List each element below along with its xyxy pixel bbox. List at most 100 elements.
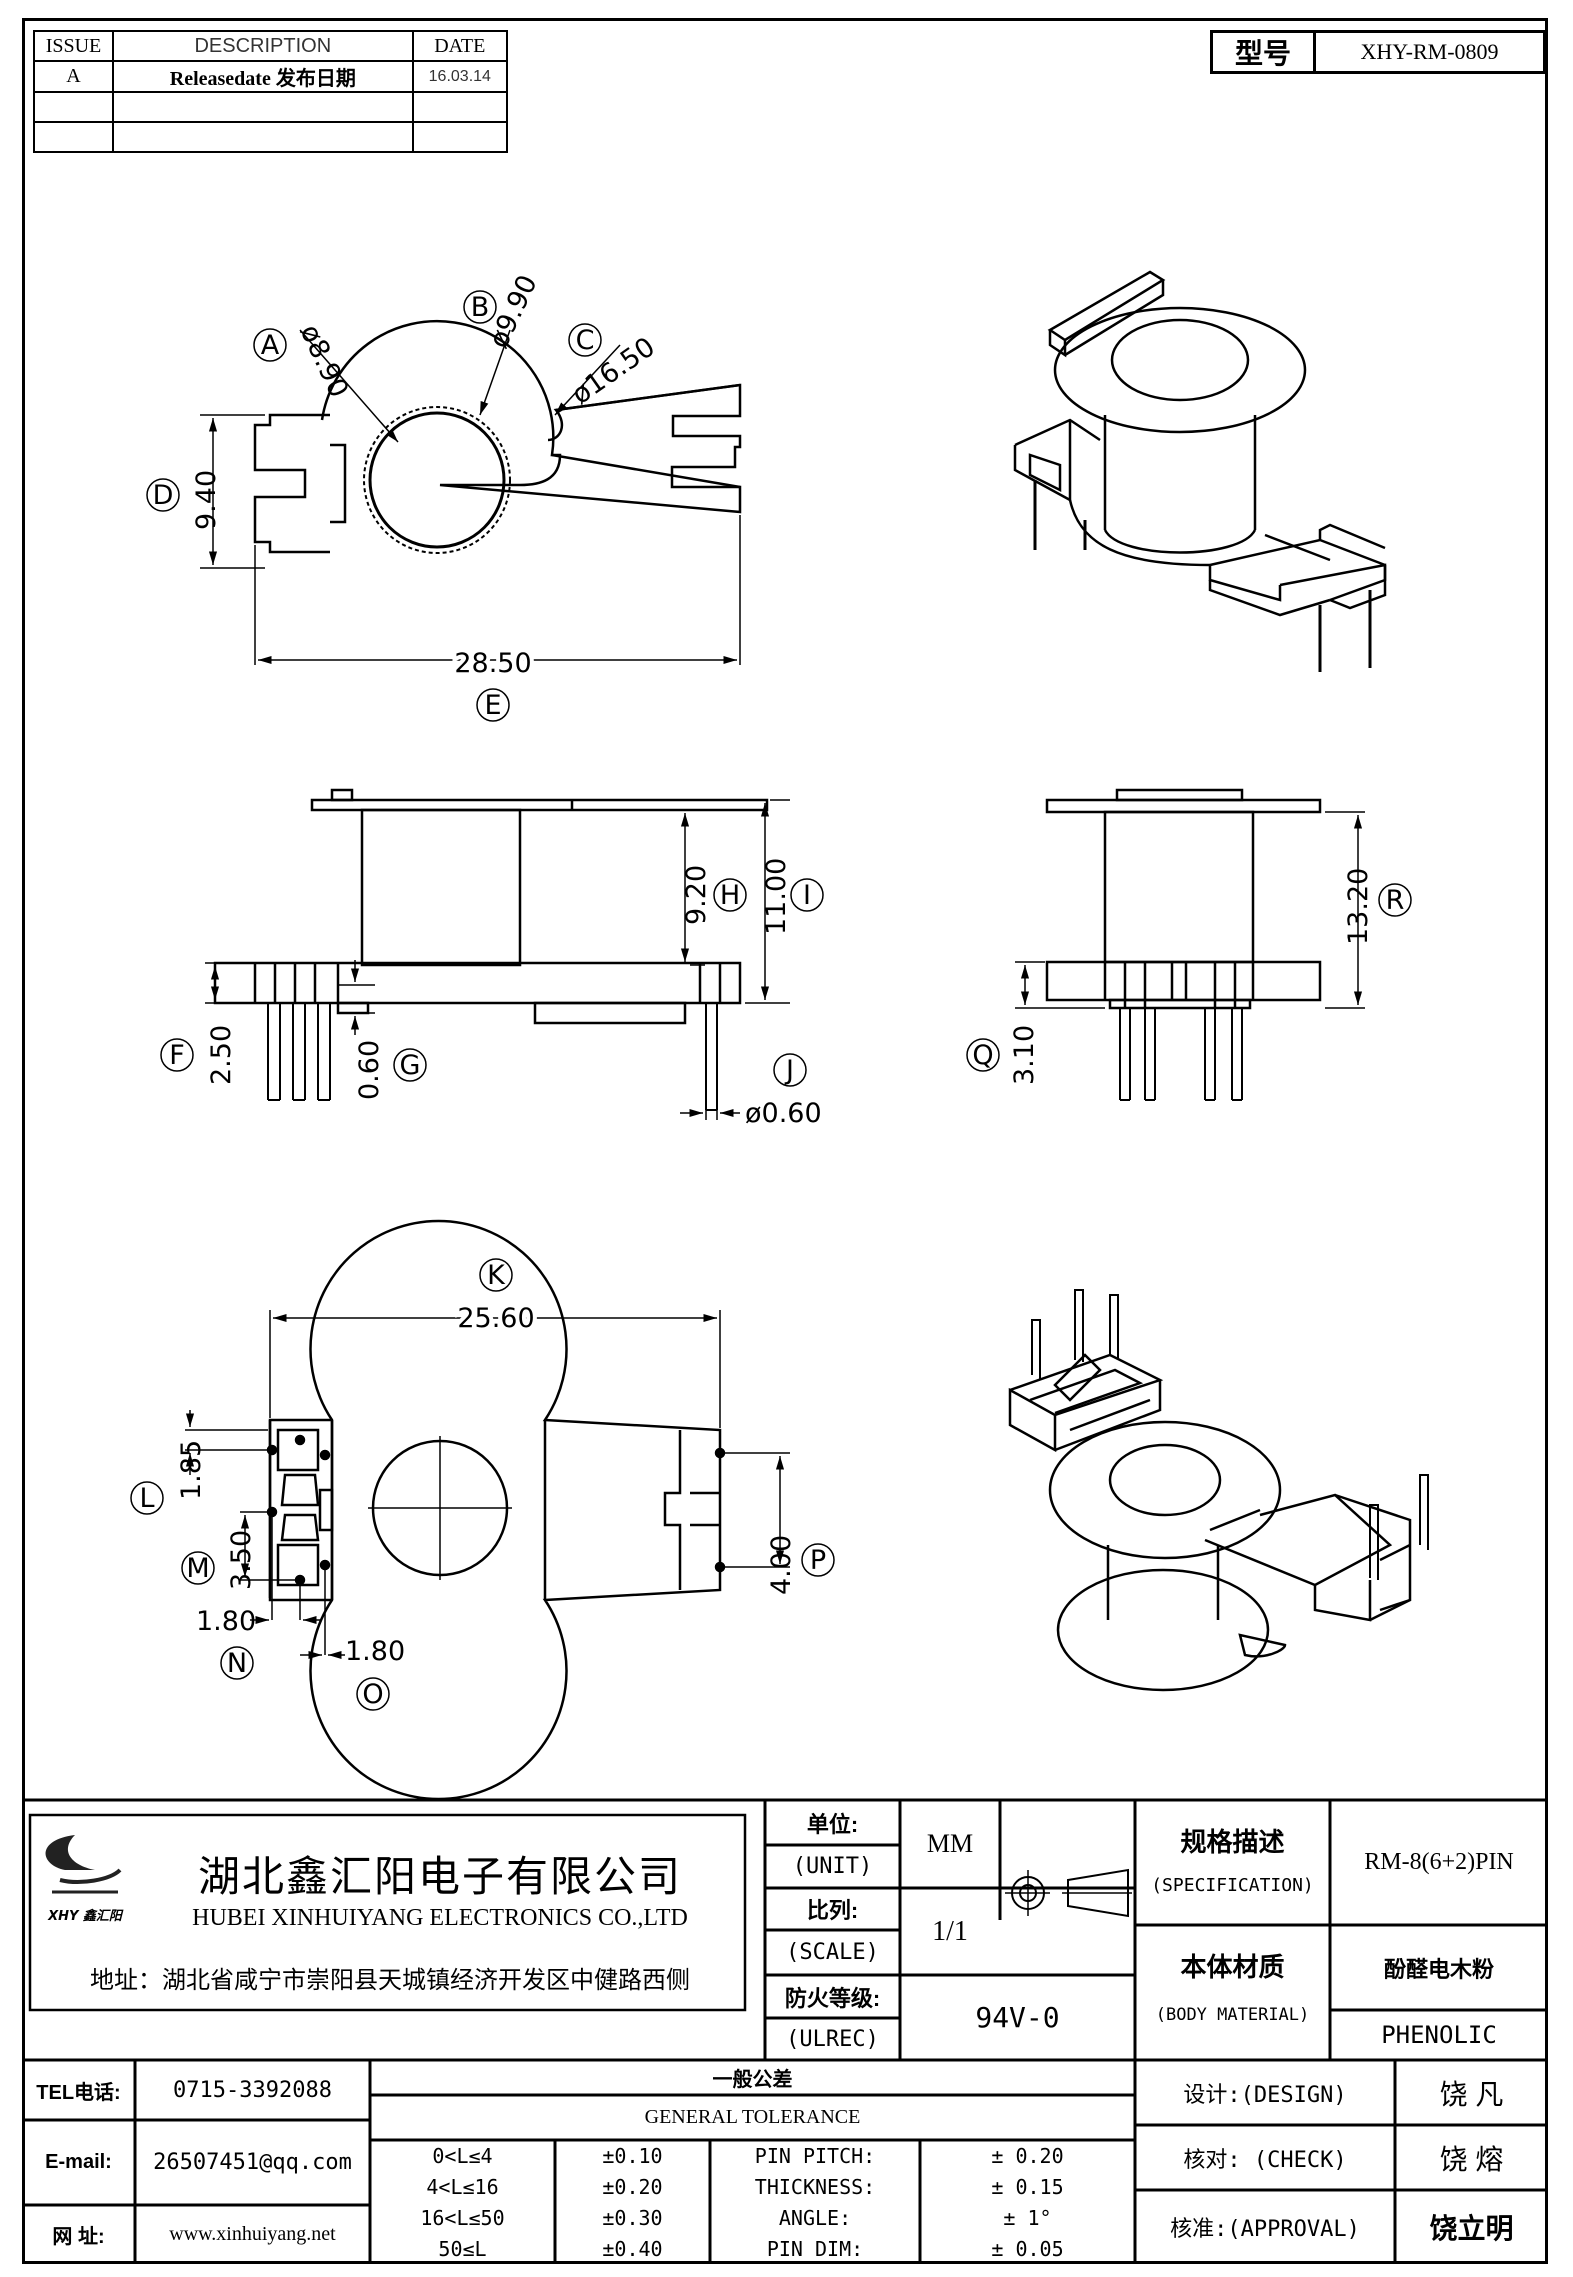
tol-range: 16<L≤50 <box>420 2205 505 2230</box>
tol-pin-label: PIN PITCH: <box>754 2143 876 2168</box>
tol-range-value: ±0.40 <box>602 2236 663 2261</box>
dim-p-value: 4.00 <box>766 1535 797 1595</box>
tol-pin-value: ± 0.20 <box>991 2143 1064 2168</box>
label-D: D <box>146 478 180 512</box>
iso-view-bottom <box>1008 1289 1429 1692</box>
scale-label-cn: 比列: <box>806 1898 859 1923</box>
dim-h-value: 9.20 <box>681 865 712 925</box>
tol-pin-value: ± 0.05 <box>991 2236 1064 2261</box>
tol-pin-label: THICKNESS: <box>754 2174 876 2199</box>
fire-value: 94V-0 <box>975 2001 1060 2034</box>
tol-range: 4<L≤16 <box>426 2174 499 2199</box>
dim-o-value: 1.80 <box>345 1636 405 1667</box>
web-value[interactable]: www.xinhuiyang.net <box>169 2223 336 2245</box>
label-E: E <box>476 688 510 722</box>
svg-text:R: R <box>1386 885 1405 916</box>
rev-cell <box>33 91 114 123</box>
tol-pin-value: ± 1° <box>1003 2205 1052 2230</box>
svg-text:F: F <box>169 1040 185 1071</box>
dim-i-value: 11.00 <box>761 858 792 935</box>
svg-text:XHY 鑫汇阳: XHY 鑫汇阳 <box>47 1908 124 1924</box>
dim-e-value: 28.50 <box>454 648 531 679</box>
dim-a-value: ø8.90 <box>294 320 354 403</box>
model-box: 型号 XHY-RM-0809 <box>1210 30 1546 74</box>
label-M: M <box>181 1551 215 1585</box>
approval-name: 饶立明 <box>1429 2213 1514 2244</box>
design-name: 饶 凡 <box>1439 2078 1504 2110</box>
tol-pin-label: ANGLE: <box>778 2205 852 2230</box>
rev-header-issue: ISSUE <box>33 30 114 62</box>
tol-range-value: ±0.30 <box>602 2205 663 2230</box>
spec-label-cn: 规格描述 <box>1180 1826 1285 1857</box>
unit-label-cn: 单位: <box>806 1811 859 1837</box>
model-label: 型号 <box>1213 33 1316 71</box>
drawing-frame <box>22 18 1548 2264</box>
label-C: C <box>568 323 602 357</box>
label-Q: Q <box>966 1038 1000 1072</box>
rev-cell <box>411 91 509 123</box>
dim-d-value: 9.40 <box>191 470 222 530</box>
approval-label: 核准:(APPROVAL) <box>1170 2217 1360 2242</box>
label-A: A <box>253 328 287 362</box>
tolerance-title-cn: 一般公差 <box>712 2069 793 2091</box>
tel-label: TEL电话: <box>36 2081 121 2104</box>
model-value: XHY-RM-0809 <box>1360 39 1499 64</box>
tol-range: 0<L≤4 <box>432 2143 493 2168</box>
rev-cell <box>33 121 114 153</box>
rev-cell: 16.03.14 <box>411 60 509 93</box>
tol-range-value: ±0.20 <box>602 2174 663 2199</box>
svg-text:D: D <box>153 480 174 511</box>
svg-text:C: C <box>576 325 595 356</box>
material-value-en: PHENOLIC <box>1381 2021 1497 2049</box>
label-G: G <box>393 1048 427 1082</box>
title-block-grid <box>22 1798 1548 2264</box>
side-view <box>1015 788 1365 1101</box>
dim-r-value: 13.20 <box>1343 868 1374 945</box>
check-name: 饶 熔 <box>1439 2143 1504 2175</box>
label-J: J <box>773 1053 807 1087</box>
svg-text:B: B <box>471 292 490 323</box>
material-label-en: (BODY MATERIAL) <box>1155 2005 1310 2025</box>
scale-label-en: (SCALE) <box>786 1940 879 1965</box>
svg-text:E: E <box>484 690 501 721</box>
svg-text:M: M <box>186 1553 209 1584</box>
material-label-cn: 本体材质 <box>1180 1951 1285 1982</box>
spec-label-en: (SPECIFICATION) <box>1151 1874 1314 1896</box>
revision-table: ISSUE DESCRIPTION DATE A Releasedate 发布日… <box>33 30 509 153</box>
label-K: K <box>479 1258 513 1292</box>
label-N: N <box>220 1646 254 1680</box>
tolerance-title-en: GENERAL TOLERANCE <box>644 2106 861 2128</box>
svg-text:G: G <box>400 1050 421 1081</box>
dim-q-value: 3.10 <box>1009 1025 1040 1085</box>
rev-header-description: DESCRIPTION <box>112 30 414 62</box>
tel-value: 0715-3392088 <box>173 2077 332 2103</box>
svg-text:A: A <box>261 330 280 361</box>
svg-text:J: J <box>784 1055 794 1086</box>
spec-value: RM-8(6+2)PIN <box>1364 1849 1514 1875</box>
rev-cell <box>411 121 509 153</box>
unit-value: MM <box>926 1829 974 1858</box>
front-view <box>205 788 790 1120</box>
dim-j-value: ø0.60 <box>745 1098 822 1129</box>
label-R: R <box>1378 883 1412 917</box>
svg-text:N: N <box>227 1648 247 1679</box>
company-address: 地址：湖北省咸宁市崇阳县天城镇经济开发区中健路西侧 <box>90 1967 690 1994</box>
svg-text:L: L <box>139 1483 154 1514</box>
svg-text:K: K <box>487 1260 506 1291</box>
dim-n-value: 1.80 <box>196 1606 256 1637</box>
iso-view-top <box>1013 270 1387 672</box>
rev-cell <box>112 91 414 123</box>
svg-text:P: P <box>810 1545 826 1576</box>
unit-label-en: (UNIT) <box>792 1854 873 1879</box>
design-label: 设计:(DESIGN) <box>1183 2082 1347 2108</box>
tol-pin-label: PIN DIM: <box>766 2236 864 2261</box>
bottom-view <box>185 1219 790 1801</box>
email-value[interactable]: 26507451@qq.com <box>153 2150 352 2175</box>
dim-k-value: 25.60 <box>457 1303 534 1334</box>
scale-value: 1/1 <box>932 1915 968 1947</box>
label-P: P <box>801 1543 835 1577</box>
tol-range: 50≤L <box>438 2236 487 2261</box>
svg-text:I: I <box>803 880 811 911</box>
dim-f-value: 2.50 <box>206 1025 237 1085</box>
rev-cell: A <box>33 60 114 93</box>
